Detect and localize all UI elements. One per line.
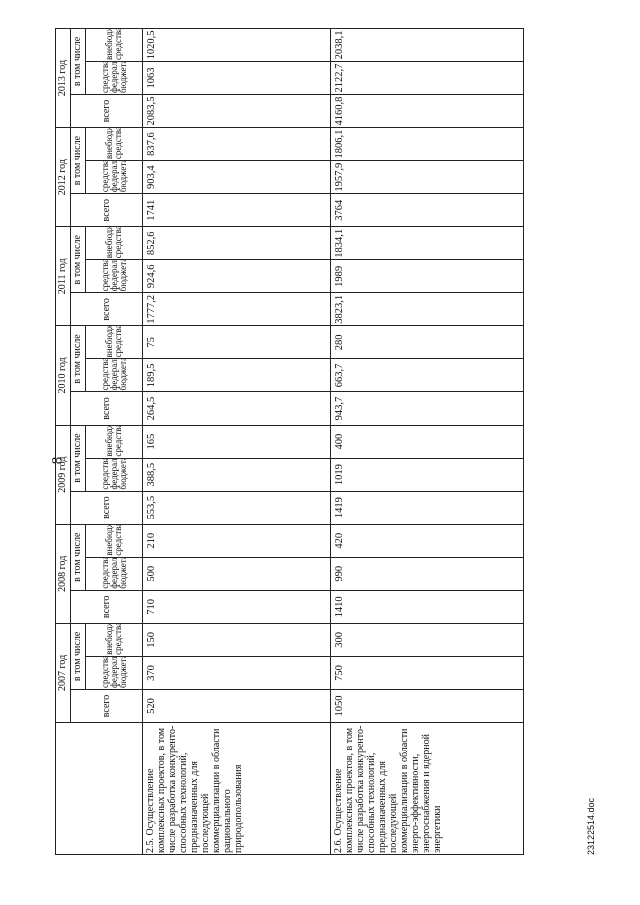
including-header: в том числе xyxy=(70,524,86,591)
including-header: в том числе xyxy=(70,623,86,690)
row-label: 2.5. Осуществление комплексных проектов,… xyxy=(142,722,331,855)
value-cell: 943,7 xyxy=(330,391,524,426)
total-header: всего xyxy=(70,689,143,723)
value-cell: 4160,8 xyxy=(330,94,524,128)
including-header: в том числе xyxy=(70,226,86,293)
extrabudget-header: внебюджетные средства xyxy=(85,226,143,260)
value-cell: 300 xyxy=(330,623,524,657)
row-label: 2.6. Осуществление комплексных проектов,… xyxy=(330,722,524,855)
total-header: всего xyxy=(70,193,143,227)
including-header: в том числе xyxy=(70,28,86,95)
value-cell: 400 xyxy=(330,425,524,459)
federal-budget-header: средства федерального бюджета xyxy=(85,458,143,492)
value-cell: 553,5 xyxy=(142,491,331,525)
value-cell: 990 xyxy=(330,557,524,591)
value-cell: 2083,5 xyxy=(142,94,331,128)
extrabudget-header: внебюджетные средства xyxy=(85,524,143,558)
value-cell: 750 xyxy=(330,656,524,690)
value-cell: 1419 xyxy=(330,491,524,525)
header-blank-cell xyxy=(55,722,143,855)
value-cell: 1777,2 xyxy=(142,292,331,326)
federal-budget-header: средства федерального бюджета xyxy=(85,259,143,293)
including-header: в том числе xyxy=(70,425,86,492)
year-header: 2007 год xyxy=(55,623,71,723)
value-cell: 1834,1 xyxy=(330,226,524,260)
value-cell: 2122,7 xyxy=(330,61,524,95)
extrabudget-header: внебюджетные средства xyxy=(85,28,143,62)
value-cell: 280 xyxy=(330,325,524,359)
value-cell: 3764 xyxy=(330,193,524,227)
year-header: 2010 год xyxy=(55,325,71,426)
extrabudget-header: внебюджетные средства xyxy=(85,623,143,657)
value-cell: 165 xyxy=(142,425,331,459)
total-header: всего xyxy=(70,292,143,326)
value-cell: 150 xyxy=(142,623,331,657)
total-header: всего xyxy=(70,391,143,426)
value-cell: 189,5 xyxy=(142,358,331,392)
value-cell: 1806,1 xyxy=(330,127,524,161)
value-cell: 210 xyxy=(142,524,331,558)
value-cell: 3823,1 xyxy=(330,292,524,326)
value-cell: 1063 xyxy=(142,61,331,95)
value-cell: 75 xyxy=(142,325,331,359)
extrabudget-header: внебюджетные средства xyxy=(85,325,143,359)
federal-budget-header: средства федерального бюджета xyxy=(85,358,143,392)
value-cell: 420 xyxy=(330,524,524,558)
federal-budget-header: средства федерального бюджета xyxy=(85,557,143,591)
federal-budget-header: средства федерального бюджета xyxy=(85,656,143,690)
including-header: в том числе xyxy=(70,325,86,392)
including-header: в том числе xyxy=(70,127,86,194)
value-cell: 2038,1 xyxy=(330,28,524,62)
value-cell: 1410 xyxy=(330,590,524,624)
year-header: 2011 год xyxy=(55,226,71,326)
value-cell: 1989 xyxy=(330,259,524,293)
value-cell: 264,5 xyxy=(142,391,331,426)
footer-filename: 23122514.doc xyxy=(586,797,596,855)
value-cell: 924,6 xyxy=(142,259,331,293)
total-header: всего xyxy=(70,491,143,525)
value-cell: 1741 xyxy=(142,193,331,227)
year-header: 2008 год xyxy=(55,524,71,624)
value-cell: 663,7 xyxy=(330,358,524,392)
value-cell: 1957,9 xyxy=(330,160,524,194)
value-cell: 852,6 xyxy=(142,226,331,260)
year-header: 2009 год xyxy=(55,425,71,525)
value-cell: 1050 xyxy=(330,689,524,723)
year-header: 2013 год xyxy=(55,28,71,128)
value-cell: 837,6 xyxy=(142,127,331,161)
extrabudget-header: внебюджетные средства xyxy=(85,425,143,459)
federal-budget-header: средства федерального бюджета xyxy=(85,160,143,194)
value-cell: 1020,5 xyxy=(142,28,331,62)
value-cell: 370 xyxy=(142,656,331,690)
total-header: всего xyxy=(70,94,143,128)
extrabudget-header: внебюджетные средства xyxy=(85,127,143,161)
value-cell: 710 xyxy=(142,590,331,624)
value-cell: 1019 xyxy=(330,458,524,492)
value-cell: 500 xyxy=(142,557,331,591)
federal-budget-header: средства федерального бюджета xyxy=(85,61,143,95)
value-cell: 388,5 xyxy=(142,458,331,492)
value-cell: 903,4 xyxy=(142,160,331,194)
value-cell: 520 xyxy=(142,689,331,723)
year-header: 2012 год xyxy=(55,127,71,227)
total-header: всего xyxy=(70,590,143,624)
